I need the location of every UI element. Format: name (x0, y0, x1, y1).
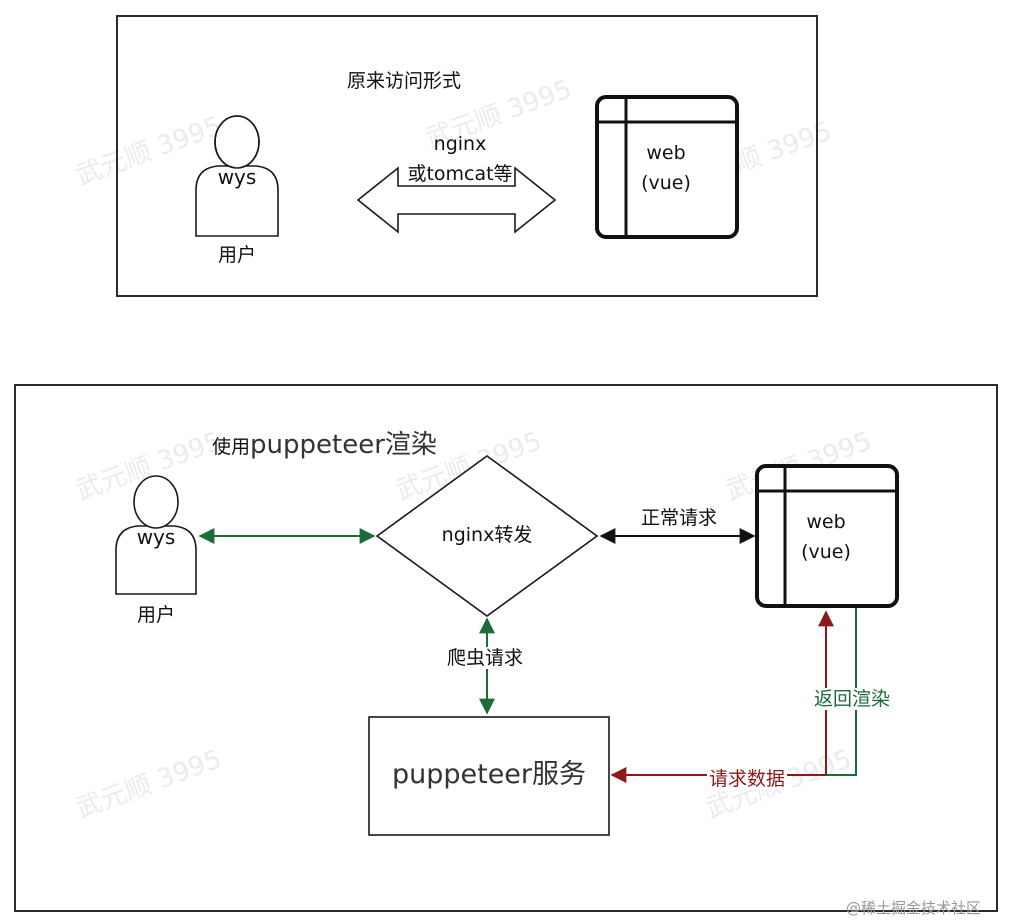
top-panel (116, 15, 818, 297)
web-window-icon (755, 464, 899, 608)
top-panel-title: 原来访问形式 (347, 70, 462, 92)
bottom-title-prefix: 使用 (212, 436, 251, 458)
user-icon (195, 115, 279, 237)
bottom-title-main: puppeteer渲染 (250, 430, 437, 460)
user-icon (115, 475, 197, 595)
top-web-line2: (vue) (641, 172, 691, 194)
top-web-line1: web (646, 142, 686, 164)
top-user-name: wys (217, 165, 257, 189)
bottom-web-line2: (vue) (801, 541, 851, 563)
edge-request-data (610, 610, 834, 783)
puppeteer-node-label: puppeteer服务 (391, 759, 587, 790)
edge-request-data-label: 请求数据 (707, 768, 788, 790)
edge-crawler-label: 爬虫请求 (444, 647, 526, 669)
bidirectional-arrow-icon (356, 166, 557, 234)
edge-normal-label: 正常请求 (640, 507, 718, 529)
top-arrow-label-line1: nginx (433, 133, 487, 155)
bottom-panel (14, 384, 998, 912)
top-user-caption: 用户 (217, 244, 257, 266)
nginx-node-label: nginx转发 (441, 524, 533, 546)
bottom-user-name: wys (136, 525, 176, 549)
bottom-web-line1: web (806, 511, 846, 533)
edge-return-render-label: 返回渲染 (812, 688, 893, 710)
puppeteer-service-node (368, 716, 610, 836)
nginx-decision-node (375, 455, 599, 617)
edge-return-render (826, 608, 857, 776)
web-window-icon (595, 95, 739, 239)
top-arrow-label-line2: 或tomcat等 (407, 163, 513, 185)
bottom-panel-title: 使用puppeteer渲染 (212, 424, 437, 461)
footer-credit: @稀土掘金技术社区 (846, 899, 982, 917)
bottom-user-caption: 用户 (136, 604, 176, 626)
